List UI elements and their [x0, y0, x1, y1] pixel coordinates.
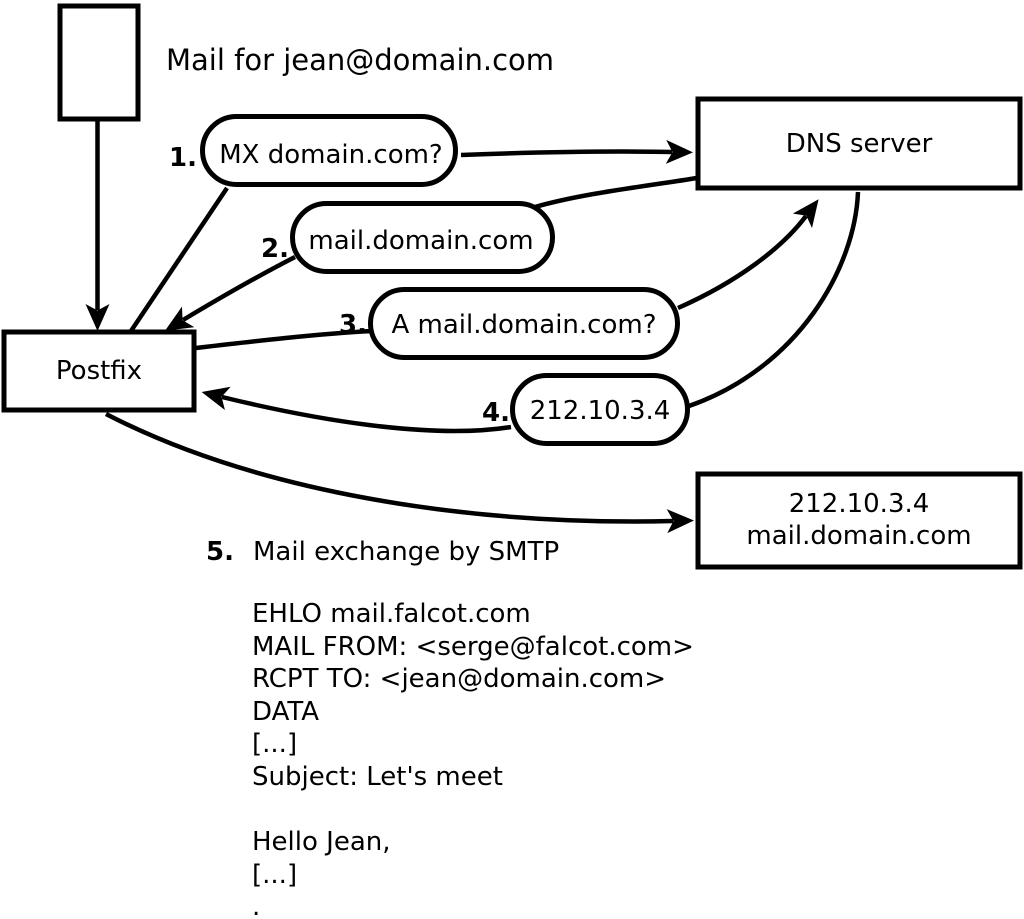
dns-server-label: DNS server: [786, 129, 933, 159]
smtp-line: MAIL FROM: <serge@falcot.com>: [252, 631, 694, 662]
step1-bubble: [200, 114, 458, 187]
mail-server-box: [695, 471, 1023, 570]
mail-server-ip-label: 212.10.3.4: [789, 489, 930, 519]
postfix-label: Postfix: [56, 356, 142, 386]
smtp-line: DATA: [252, 696, 319, 727]
smtp-line: [252, 794, 812, 827]
link-postfix-to-step1: [129, 186, 229, 333]
step3-number: 3.: [339, 310, 367, 340]
postfix-box: [1, 329, 197, 413]
arrow-step1-to-dns: [460, 139, 693, 164]
step5-label: Mail exchange by SMTP: [253, 537, 559, 567]
step4-number: 4.: [482, 398, 510, 428]
smtp-line: Hello Jean,: [252, 827, 391, 858]
arrow-step3-to-dns: [677, 199, 819, 311]
smtp-line: [...]: [252, 729, 298, 760]
link-postfix-to-step3: [195, 328, 373, 351]
smtp-line: [...]: [252, 859, 298, 890]
step4-bubble: [510, 373, 690, 446]
smtp-session-transcript: EHLO mail.falcot.com MAIL FROM: <serge@f…: [252, 598, 812, 919]
smtp-line: EHLO mail.falcot.com: [252, 599, 531, 629]
mail-message-icon: [57, 3, 141, 122]
link-dns-to-step4: [688, 191, 861, 409]
step3-label: A mail.domain.com?: [392, 310, 657, 340]
dns-server-box: [695, 96, 1023, 191]
link-dns-to-step2: [534, 175, 698, 210]
arrow-step4-to-postfix: [201, 386, 512, 434]
step2-number: 2.: [261, 234, 289, 264]
step2-label: mail.domain.com: [308, 226, 533, 256]
step5-number: 5.: [206, 537, 234, 567]
step1-label: MX domain.com?: [219, 140, 442, 170]
step4-label: 212.10.3.4: [530, 396, 671, 426]
arrow-postfix-to-mail-server: [104, 412, 694, 534]
arrow-step2-to-postfix: [164, 254, 297, 331]
smtp-line: .: [252, 892, 261, 919]
mail-server-host-label: mail.domain.com: [746, 521, 971, 551]
smtp-line: Subject: Let's meet: [252, 761, 503, 792]
smtp-line: RCPT TO: <jean@domain.com>: [252, 664, 667, 695]
note-text: Mail for jean@domain.com: [166, 43, 554, 77]
step1-number: 1.: [169, 143, 197, 173]
step3-bubble: [368, 287, 680, 360]
step2-bubble: [290, 201, 555, 274]
